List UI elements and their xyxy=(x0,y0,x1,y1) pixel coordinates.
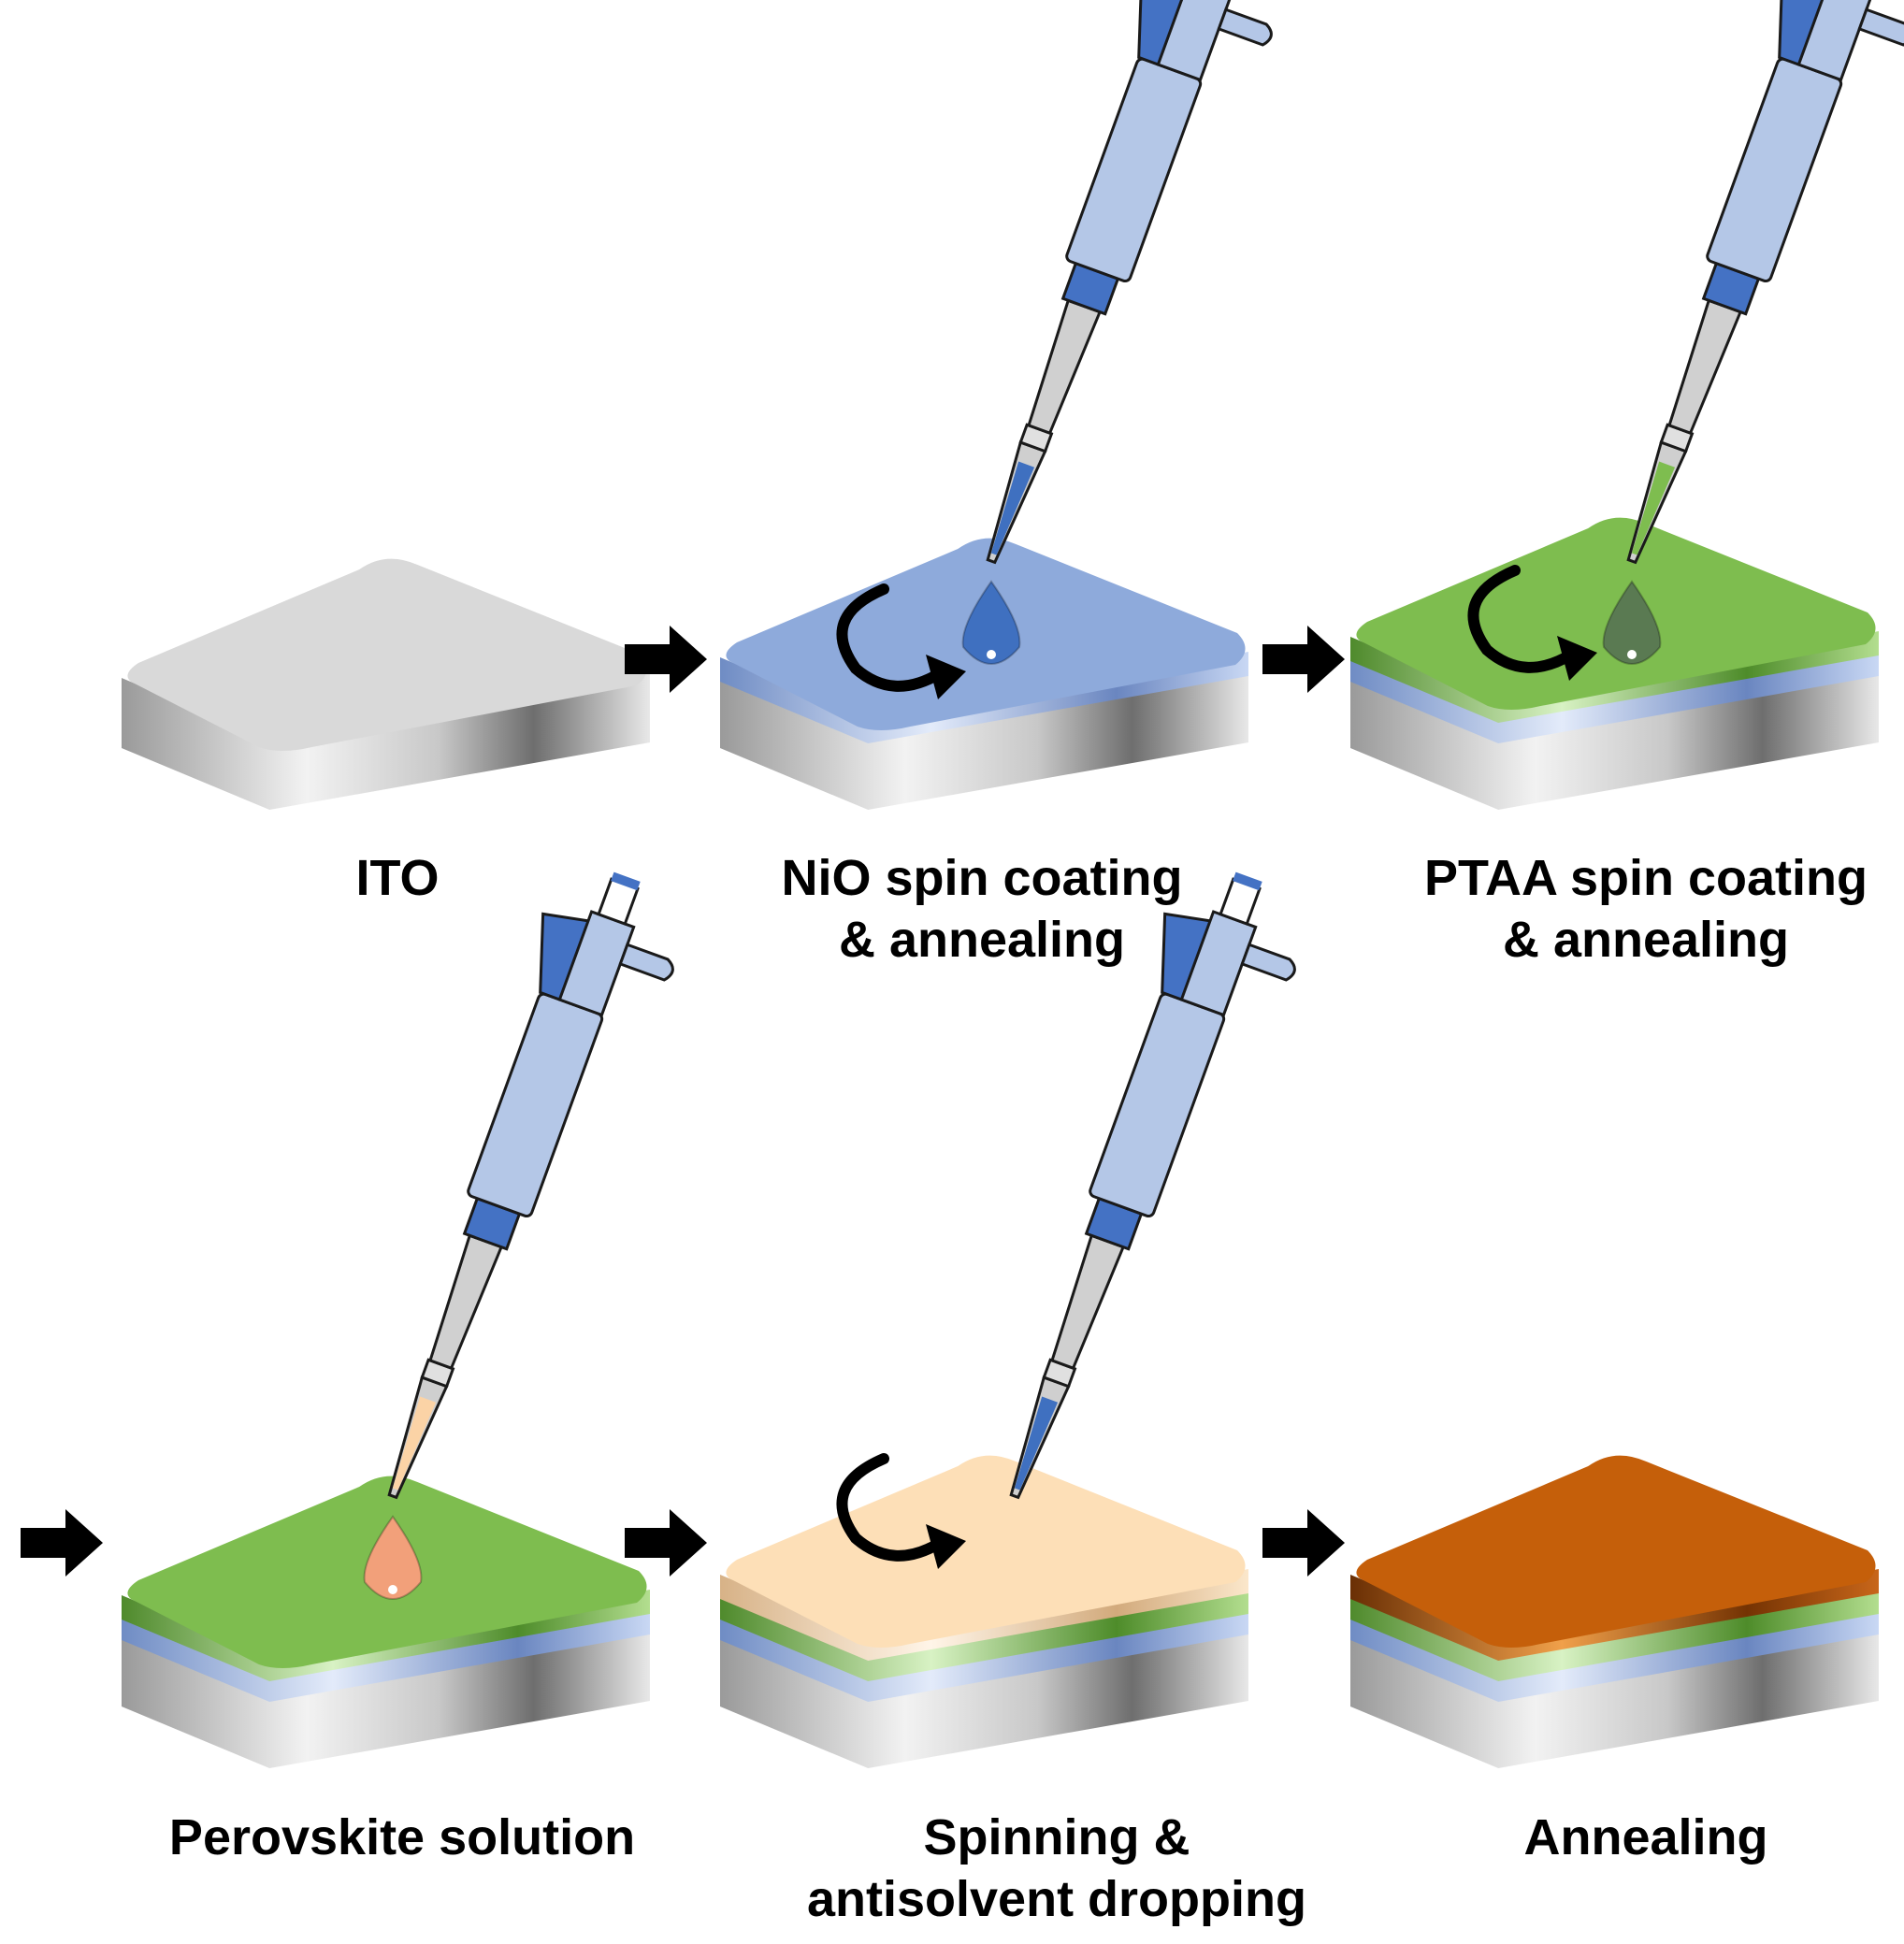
nio-layer-side xyxy=(720,1610,1248,1702)
label-ptaa-line-1: PTAA spin coating xyxy=(1423,850,1868,906)
rotation-arrow-2 xyxy=(1467,565,1597,681)
droplet-3 xyxy=(363,1515,423,1600)
pipette-shaft xyxy=(1050,1233,1126,1371)
pipette-plunger-cap xyxy=(1233,871,1262,891)
ito-layer-top xyxy=(127,558,647,751)
pipette-shaft xyxy=(1027,298,1103,436)
pipette-barrel xyxy=(1065,57,1203,283)
label-ito-line-1: ITO xyxy=(355,850,440,906)
label-nio: NiO spin coating & annealing xyxy=(767,847,1197,971)
rotation-arrow-3 xyxy=(836,1453,966,1569)
ptaa-layer-side xyxy=(1350,1590,1879,1681)
process-arrow-2 xyxy=(1262,626,1345,693)
pipette-liquid xyxy=(990,461,1035,555)
ptaa-layer-side xyxy=(720,1590,1248,1681)
ito-layer-side xyxy=(1350,1631,1879,1768)
label-spinning-antisolvent: Spinning & antisolvent dropping xyxy=(767,1807,1347,1930)
pipette-4 xyxy=(1009,871,1296,1500)
process-arrow-1 xyxy=(625,626,707,693)
ito-layer-side xyxy=(122,1631,650,1768)
wet-layer-top xyxy=(726,1455,1246,1648)
label-ptaa-line-2: & annealing xyxy=(1502,912,1790,968)
nio-layer-side xyxy=(1350,652,1879,743)
label-ito: ITO xyxy=(196,847,599,909)
label-nio-line-1: NiO spin coating xyxy=(781,850,1183,906)
process-arrow-4 xyxy=(625,1509,707,1577)
rotation-arrow-1 xyxy=(836,583,966,699)
process-arrow-3 xyxy=(21,1509,103,1577)
label-nio-line-2: & annealing xyxy=(838,912,1126,968)
label-annealing: Annealing xyxy=(1440,1807,1852,1868)
ito-layer-side xyxy=(1350,672,1879,810)
pipette-shaft xyxy=(428,1233,504,1371)
pipette-liquid xyxy=(1631,461,1676,555)
pipette-shaft xyxy=(1667,298,1743,436)
pipette-hook xyxy=(1240,943,1296,982)
pipette-barrel xyxy=(1706,57,1843,283)
nio-layer-side xyxy=(1350,1610,1879,1702)
substrate-stack-4 xyxy=(122,1476,650,1768)
pipette-liquid xyxy=(392,1396,437,1490)
pipette-hook xyxy=(1217,7,1273,47)
pipette-hook xyxy=(618,943,674,982)
pipette-liquid xyxy=(1014,1396,1059,1490)
label-spinning-line-1: Spinning & xyxy=(923,1809,1190,1865)
ito-layer-side xyxy=(720,672,1248,810)
label-spinning-line-2: antisolvent dropping xyxy=(807,1871,1306,1927)
label-perovskite-solution: Perovskite solution xyxy=(122,1807,683,1868)
pipette-barrel xyxy=(467,992,604,1218)
substrate-stack-6 xyxy=(1350,1455,1879,1768)
label-annealing-line-1: Annealing xyxy=(1523,1809,1768,1865)
pipette-hook xyxy=(1857,7,1904,47)
nio-layer-side xyxy=(122,1610,650,1702)
droplet-1 xyxy=(961,580,1021,665)
pipette-2 xyxy=(1626,0,1904,565)
label-perovskite-line-1: Perovskite solution xyxy=(168,1809,636,1865)
label-ptaa: PTAA spin coating & annealing xyxy=(1384,847,1904,971)
ito-layer-side xyxy=(720,1631,1248,1768)
substrate-stack-1 xyxy=(122,558,650,810)
droplet-2 xyxy=(1602,580,1662,665)
pipette-plunger-cap xyxy=(611,871,641,891)
process-arrow-5 xyxy=(1262,1509,1345,1577)
pipette-barrel xyxy=(1089,992,1226,1218)
perovskite-layer-top xyxy=(1356,1455,1876,1648)
pipette-1 xyxy=(986,0,1273,565)
pipette-3 xyxy=(387,871,674,1500)
substrate-stack-2 xyxy=(720,538,1248,810)
substrate-stack-5 xyxy=(720,1455,1248,1768)
substrate-stack-3 xyxy=(1350,517,1879,810)
